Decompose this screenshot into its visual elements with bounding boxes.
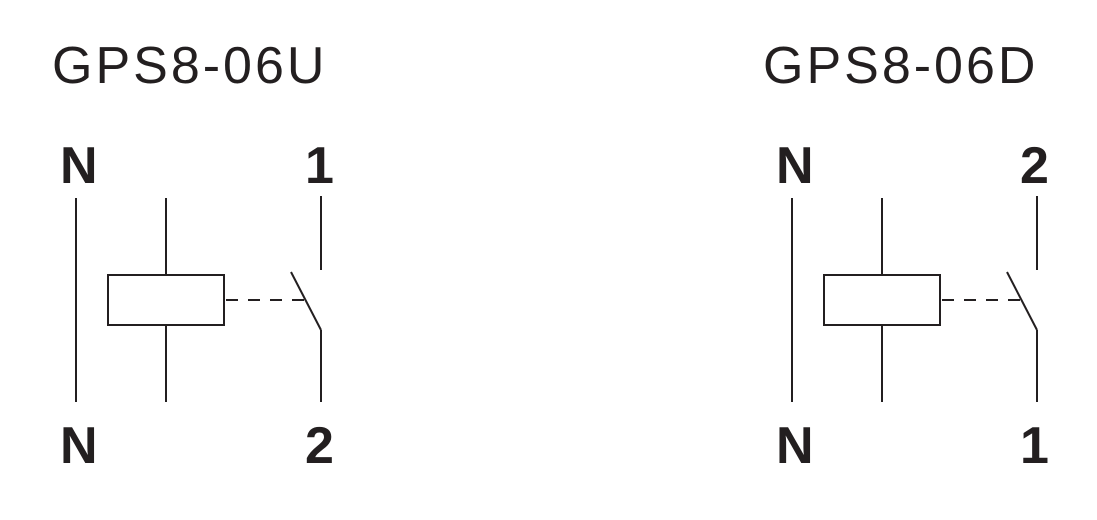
terminal-top-left: N: [776, 137, 814, 195]
terminal-bottom-left: N: [776, 417, 814, 475]
diagram-title: GPS8-06U: [52, 37, 328, 95]
terminal-top-right: 2: [1020, 137, 1049, 195]
relay-coil: [107, 274, 225, 326]
switch-contact: [1006, 271, 1038, 331]
relay-coil: [823, 274, 941, 326]
diagram-title: GPS8-06D: [763, 37, 1039, 95]
terminal-bottom-right: 2: [305, 417, 334, 475]
switch-contact: [290, 271, 322, 331]
terminal-top-left: N: [60, 137, 98, 195]
terminal-bottom-left: N: [60, 417, 98, 475]
terminal-top-right: 1: [305, 137, 334, 195]
terminal-bottom-right: 1: [1020, 417, 1049, 475]
